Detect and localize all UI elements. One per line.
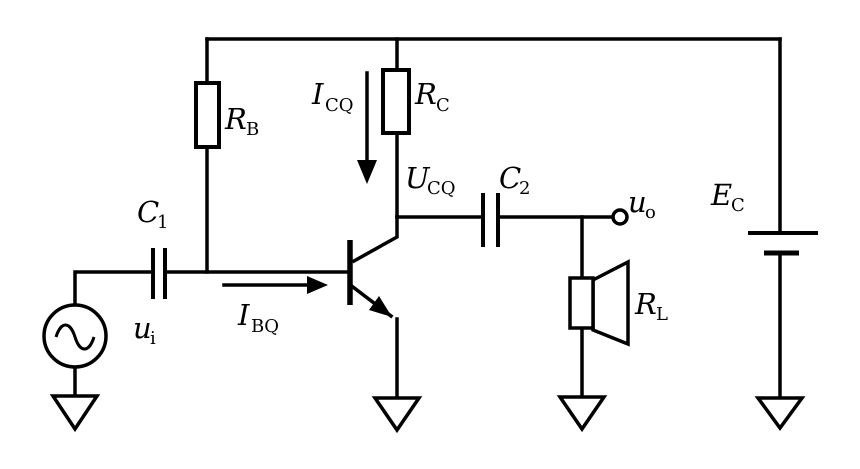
resistor-rb (194, 81, 221, 149)
label-rb-sub: B (246, 119, 259, 140)
label-uo: u o (628, 185, 656, 223)
label-rc-sub: C (436, 95, 450, 116)
capacitor-c1 (151, 248, 167, 299)
label-uo-main: u (628, 185, 647, 219)
battery-ec (748, 231, 818, 256)
output-terminal-circle (611, 208, 629, 226)
label-ui-sub: i (150, 328, 156, 349)
label-rb: R B (224, 102, 259, 140)
rb-body (194, 81, 221, 149)
label-rl: R L (634, 287, 668, 325)
ground-icon-battery (754, 396, 806, 431)
ac-source (42, 303, 108, 369)
labels: C 1 R B I CQ R C U CQ C 2 (133, 77, 745, 349)
label-ucq: U CQ (405, 161, 456, 199)
label-icq: I CQ (311, 77, 354, 116)
label-uo-sub: o (645, 202, 656, 223)
rc-body (381, 68, 411, 135)
label-rc: R C (414, 77, 450, 116)
wires (73, 37, 782, 400)
label-ucq-main: U (405, 161, 431, 195)
output-terminal (611, 208, 629, 226)
label-icq-main: I (311, 77, 324, 111)
label-ec: E C (710, 178, 745, 216)
speaker-driver (568, 276, 595, 330)
icq-arrowhead-icon (357, 160, 377, 184)
label-c2-sub: 2 (519, 178, 530, 199)
resistor-rc (381, 68, 411, 135)
label-ui: u i (133, 311, 156, 349)
label-ec-sub: C (731, 195, 745, 216)
speaker-horn (591, 259, 630, 347)
label-rl-sub: L (656, 304, 668, 325)
speaker-load-rl (568, 259, 630, 347)
label-rb-main: R (224, 102, 247, 136)
label-ibq-main: I (237, 298, 250, 332)
capacitor-c2 (481, 193, 500, 247)
label-rc-main: R (414, 77, 437, 111)
ground-icon-load (556, 395, 608, 433)
label-c1: C 1 (137, 195, 168, 233)
label-c2-main: C (499, 161, 521, 195)
current-arrow-icq (357, 71, 377, 184)
label-ibq: I BQ (237, 298, 279, 337)
ground-symbols (49, 394, 806, 434)
ibq-arrowhead-icon (307, 276, 328, 294)
emitter-arrowhead-icon (369, 296, 392, 317)
npn-transistor (347, 215, 399, 400)
sine-wave-icon (54, 323, 96, 351)
label-ibq-sub: BQ (251, 316, 279, 337)
label-ucq-sub: CQ (427, 178, 456, 199)
input-wire (73, 270, 155, 309)
label-c1-main: C (137, 195, 159, 229)
label-ui-main: u (133, 311, 152, 345)
ground-icon-source (49, 394, 101, 433)
label-icq-sub: CQ (325, 95, 354, 116)
label-ec-main: E (710, 178, 732, 212)
transistor-collector (351, 215, 399, 264)
ground-icon-emitter (371, 396, 423, 434)
current-arrow-ibq (222, 276, 328, 294)
label-c2: C 2 (499, 161, 530, 199)
label-rl-main: R (634, 287, 657, 321)
label-c1-sub: 1 (157, 212, 168, 233)
